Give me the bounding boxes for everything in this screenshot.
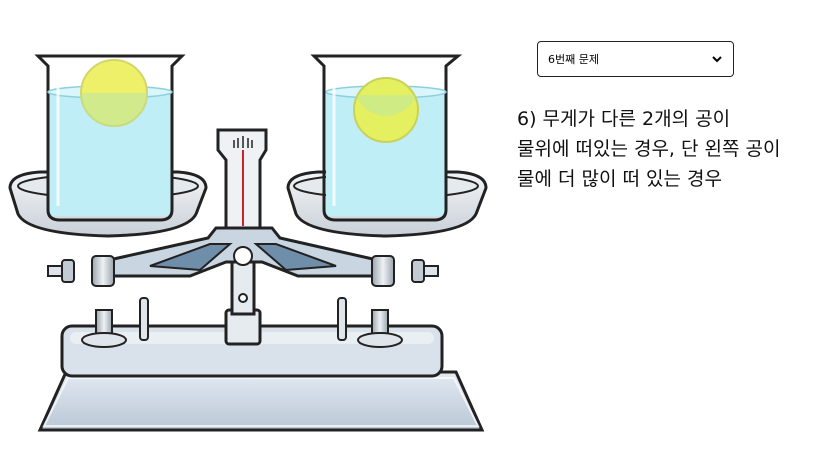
right-adjust-knob bbox=[371, 255, 439, 287]
right-foot-post bbox=[337, 297, 403, 348]
scale-base bbox=[37, 324, 485, 432]
problem-select-dropdown[interactable]: 6번째 문제 bbox=[537, 41, 734, 77]
problem-line-3: 물에 더 많이 떠 있는 경우 bbox=[517, 168, 722, 190]
pointer-indicator bbox=[216, 128, 268, 230]
left-ball bbox=[80, 59, 148, 127]
chevron-down-icon bbox=[712, 56, 722, 63]
problem-select-value: 6번째 문제 bbox=[548, 53, 599, 66]
balance-beam bbox=[98, 226, 388, 278]
problem-line-1: 6) 무게가 다른 2개의 공이 bbox=[517, 108, 731, 130]
problem-line-2: 물위에 떠있는 경우, 단 왼쪽 공이 bbox=[517, 138, 781, 160]
problem-description: 6) 무게가 다른 2개의 공이 물위에 떠있는 경우, 단 왼쪽 공이 물에 … bbox=[517, 104, 835, 194]
left-adjust-knob bbox=[47, 255, 115, 287]
left-foot-post bbox=[81, 297, 149, 348]
center-pillar bbox=[224, 254, 262, 346]
right-ball bbox=[353, 77, 419, 143]
